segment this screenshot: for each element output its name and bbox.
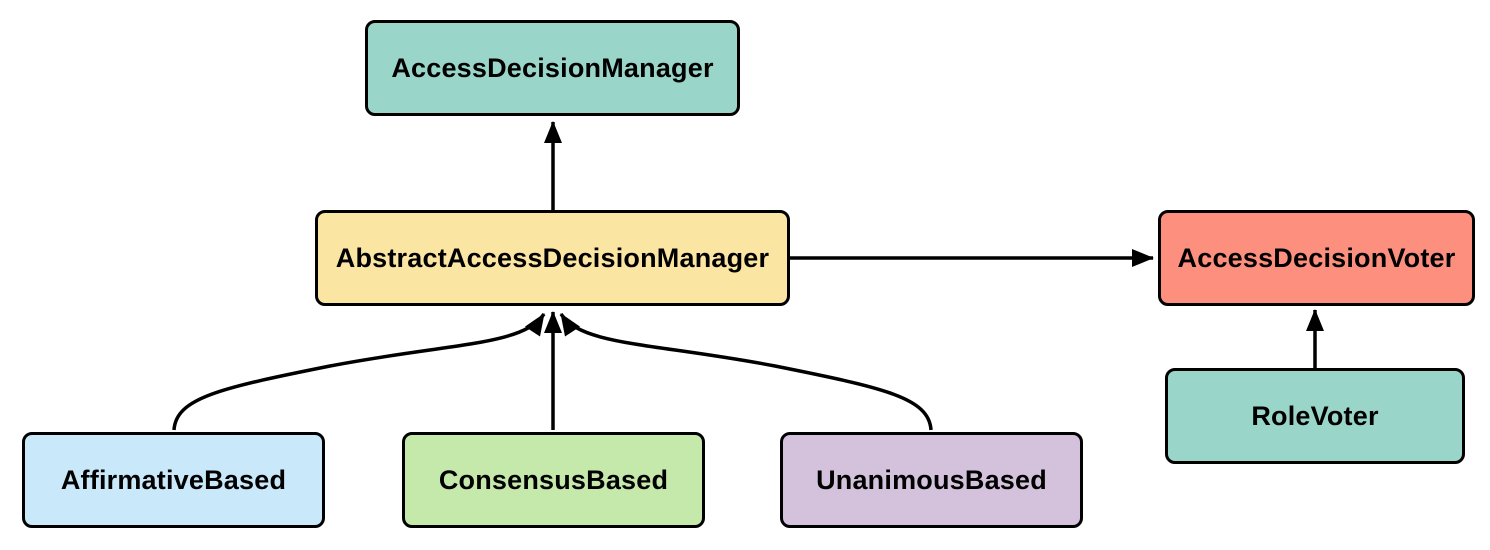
node-label-unanimous-based: UnanimousBased <box>816 464 1047 495</box>
node-access-decision-voter: AccessDecisionVoter <box>1158 210 1475 306</box>
node-consensus-based: ConsensusBased <box>402 432 705 528</box>
node-label-consensus-based: ConsensusBased <box>438 464 669 495</box>
node-label-access-decision-manager: AccessDecisionManager <box>391 52 714 83</box>
node-unanimous-based: UnanimousBased <box>780 432 1083 528</box>
node-label-affirmative-based: AffirmativeBased <box>60 464 287 495</box>
node-access-decision-manager: AccessDecisionManager <box>365 20 740 116</box>
node-role-voter: RoleVoter <box>1165 368 1465 464</box>
edge-unanimousbased-to-abstract-arrow <box>559 312 933 431</box>
node-label-access-decision-voter: AccessDecisionVoter <box>1177 242 1456 273</box>
edge-affirmativebased-to-abstract-arrow <box>172 312 546 431</box>
node-label-role-voter: RoleVoter <box>1251 400 1379 431</box>
node-affirmative-based: AffirmativeBased <box>22 432 325 528</box>
node-abstract-access-decision-manager: AbstractAccessDecisionManager <box>315 210 790 306</box>
node-label-abstract-access-decision-manager: AbstractAccessDecisionManager <box>335 242 770 273</box>
